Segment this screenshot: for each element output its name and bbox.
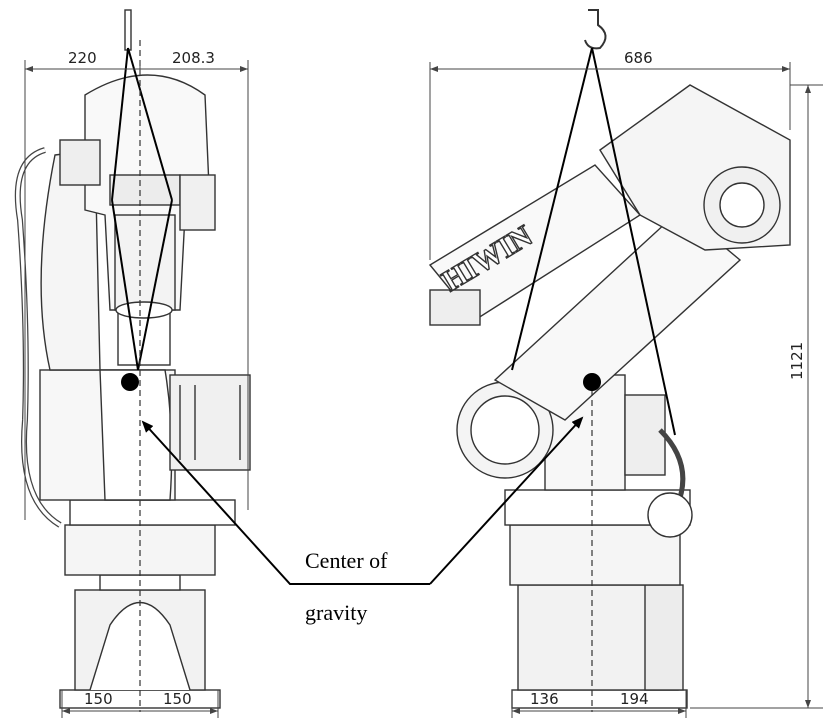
left-robot-view [14, 9, 251, 709]
lifting-lines [111, 47, 676, 436]
callout-arrows [141, 416, 584, 585]
dim-label-right-bottom-right: 194 [620, 690, 649, 708]
dimension-lines [24, 60, 823, 718]
center-lines [139, 40, 593, 712]
right-robot-view [428, 9, 791, 709]
dim-label-right-top: 686 [624, 49, 653, 67]
dim-label-left-bottom-left: 150 [84, 690, 113, 708]
dim-label-right-height: 1121 [788, 342, 806, 380]
callout-label-line1: Center of [305, 548, 388, 573]
dim-label-left-top-left: 220 [68, 49, 97, 67]
center-of-gravity-dot-right [583, 373, 601, 391]
dimension-ticks [25, 66, 811, 714]
dim-label-right-bottom-left: 136 [530, 690, 559, 708]
dim-label-left-bottom-right: 150 [163, 690, 192, 708]
callout-label-line2: gravity [305, 600, 367, 625]
center-of-gravity-dot-left [121, 373, 139, 391]
dim-label-left-top-right: 208.3 [172, 49, 215, 67]
